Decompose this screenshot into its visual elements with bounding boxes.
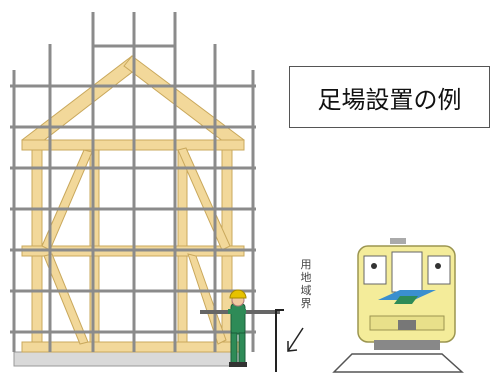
foundation-strip	[13, 351, 241, 367]
platform	[332, 353, 464, 373]
scaffold-verticals	[12, 12, 255, 352]
boundary-label-char: 地	[300, 271, 312, 284]
title-box: 足場設置の例	[289, 66, 490, 128]
boundary-label-char: 域	[300, 284, 312, 297]
boundary-label: 用 地 域 界	[299, 258, 313, 310]
boundary-label-char: 用	[300, 258, 312, 271]
scaffold-horizontals	[10, 44, 256, 334]
boundary-arrow-icon	[287, 327, 304, 352]
diagram-title: 足場設置の例	[317, 85, 462, 114]
train-front	[357, 238, 456, 350]
site-boundary	[275, 309, 284, 372]
worker-figure	[200, 289, 280, 367]
boundary-label-char: 界	[300, 297, 312, 310]
